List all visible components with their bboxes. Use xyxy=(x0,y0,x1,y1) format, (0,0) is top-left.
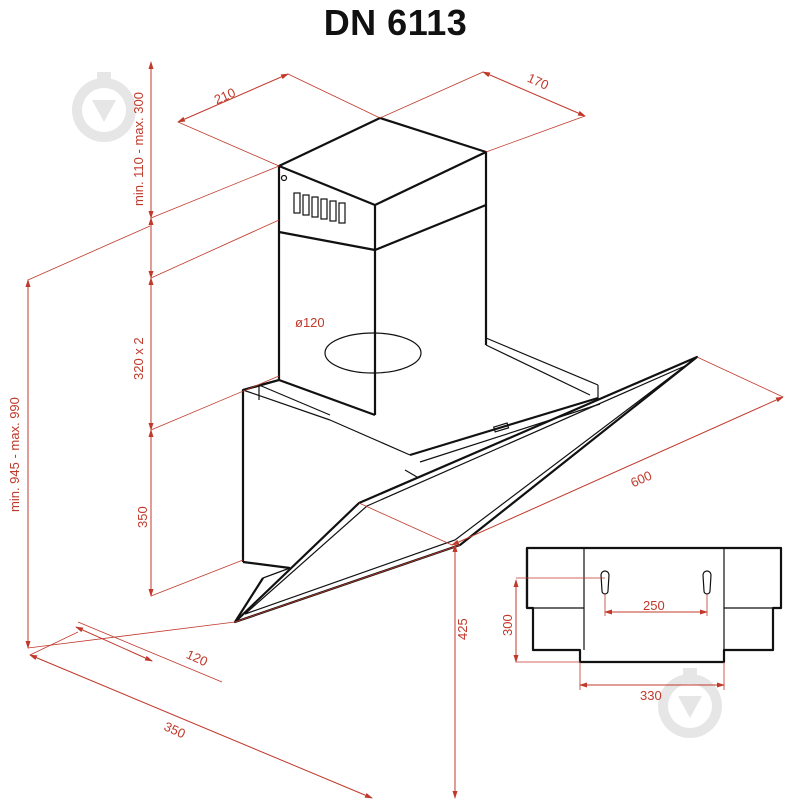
label-top-depth: 170 xyxy=(525,70,551,93)
vent-slots xyxy=(293,192,346,224)
label-mount-spacing: 250 xyxy=(643,598,665,613)
hood-outline xyxy=(233,116,699,624)
label-total-height: min. 945 - max. 990 xyxy=(7,397,22,512)
keyhole-right-icon xyxy=(702,570,712,595)
label-glass-height: 425 xyxy=(455,618,470,640)
label-mount-width: 330 xyxy=(640,688,662,703)
label-body-height: 350 xyxy=(135,506,150,528)
watermark-logo-icon xyxy=(658,668,722,738)
keyhole-left-icon xyxy=(600,570,610,595)
label-depth: 350 xyxy=(162,719,188,742)
label-chimney-range: min. 110 - max. 300 xyxy=(131,92,146,206)
dimension-lines xyxy=(25,61,784,799)
label-front-offset: 120 xyxy=(184,647,210,670)
mounting-detail xyxy=(513,546,783,690)
label-mount-height: 300 xyxy=(500,614,515,636)
label-duct-diameter: ø120 xyxy=(295,315,325,330)
product-title: DN 6113 xyxy=(323,2,468,43)
watermark-logo-icon xyxy=(72,72,136,142)
label-top-width: 210 xyxy=(212,85,238,108)
label-chimney-height: 320 x 2 xyxy=(131,337,146,380)
label-width: 600 xyxy=(628,468,654,491)
